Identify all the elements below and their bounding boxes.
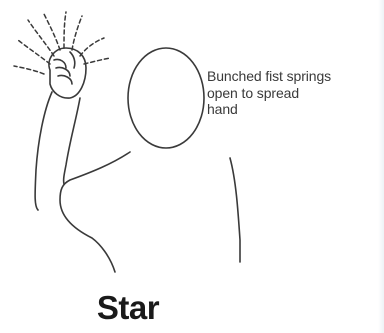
sign-title: Star: [0, 289, 256, 327]
spread-fingers-motion-icon: [14, 12, 110, 74]
instruction-text: Bunched fist springs open to spread hand: [207, 68, 379, 118]
shoulder-left-outline: [60, 152, 130, 272]
right-edge-shade: [378, 0, 384, 333]
arm-inner-outline: [64, 98, 80, 184]
head-outline: [128, 48, 204, 148]
arm-outer-outline: [35, 92, 52, 210]
body-right-outline: [230, 158, 240, 262]
